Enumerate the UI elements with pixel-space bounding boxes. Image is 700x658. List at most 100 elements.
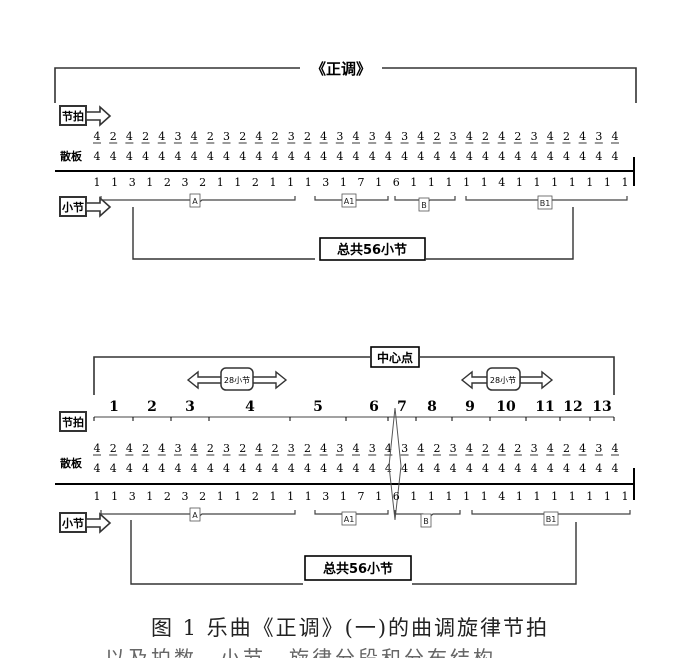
numerator: 2: [563, 442, 570, 455]
denominator: 4: [126, 462, 133, 475]
bar-count: 1: [410, 176, 417, 189]
denominator: 4: [272, 462, 279, 475]
denominator: 4: [369, 462, 376, 475]
arrow-right-icon: [85, 105, 112, 127]
denominator: 4: [239, 462, 246, 475]
numerator: 2: [239, 442, 246, 455]
numerator: 4: [94, 442, 101, 455]
denominator: 4: [320, 462, 327, 475]
denominator: 4: [304, 462, 311, 475]
numerator: 3: [595, 442, 602, 455]
numerator: 4: [385, 442, 392, 455]
numerator: 2: [514, 130, 521, 143]
section-label: A1: [341, 511, 357, 526]
denominator: 4: [126, 150, 133, 163]
bar-count: 1: [375, 176, 382, 189]
numerator: 2: [482, 442, 489, 455]
time-signature-row: 4424442444344424342444243424443444344434…: [93, 442, 619, 475]
denominator: 4: [223, 150, 230, 163]
numerator: 2: [304, 130, 311, 143]
denominator: 4: [595, 150, 602, 163]
bar-count: 2: [252, 490, 259, 503]
segment-number: 10: [496, 399, 516, 415]
bar-count: 1: [234, 176, 241, 189]
bar-count: 1: [270, 490, 277, 503]
segment-number: 4: [245, 399, 255, 415]
numerator: 2: [142, 442, 149, 455]
bar-count: 1: [481, 176, 488, 189]
bar-count: 3: [182, 490, 189, 503]
bar-count: 1: [94, 176, 101, 189]
numerator: 2: [142, 130, 149, 143]
bar-count: 3: [322, 490, 329, 503]
numerator: 2: [304, 442, 311, 455]
denominator: 4: [385, 462, 392, 475]
bar-count: 1: [287, 490, 294, 503]
bar-count: 2: [252, 176, 259, 189]
denominator: 4: [353, 150, 360, 163]
numerator: 2: [207, 442, 214, 455]
denominator: 4: [255, 150, 262, 163]
numerator: 4: [385, 130, 392, 143]
bar-count: 1: [604, 490, 611, 503]
segment-number: 8: [427, 399, 437, 415]
bar-count: 1: [111, 176, 118, 189]
bar-count: 1: [516, 490, 523, 503]
denominator: 4: [482, 462, 489, 475]
denominator: 4: [207, 462, 214, 475]
numerator: 3: [531, 130, 538, 143]
segment-number: 1: [109, 399, 119, 415]
center-label: 中心点: [370, 346, 420, 368]
numerator: 3: [336, 442, 343, 455]
svg-text:总共56小节: 总共56小节: [323, 561, 393, 577]
bar-count: 6: [393, 176, 400, 189]
svg-text:节拍: 节拍: [62, 109, 84, 123]
denominator: 4: [191, 462, 198, 475]
bar-count: 6: [393, 490, 400, 503]
figure-caption: 图 1 乐曲《正调》(一)的曲调旋律节拍: [150, 616, 550, 640]
numerator: 2: [514, 442, 521, 455]
bar-count: 7: [358, 490, 365, 503]
numerator: 4: [466, 442, 473, 455]
xiaojie-label: 小节: [59, 512, 87, 533]
svg-text:B: B: [421, 201, 427, 210]
numerator: 3: [223, 442, 230, 455]
arrow-right-icon: [85, 512, 112, 534]
denominator: 4: [547, 462, 554, 475]
svg-text:B: B: [423, 517, 429, 526]
numerator: 3: [595, 130, 602, 143]
bar-count: 1: [446, 176, 453, 189]
svg-text:A: A: [192, 197, 198, 206]
bar-count: 7: [358, 176, 365, 189]
segment-number: 2: [147, 399, 157, 415]
segment-number: 9: [465, 399, 475, 415]
jiepai-label: 节拍: [59, 411, 87, 432]
segment-number: 7: [397, 399, 407, 415]
bar-count: 1: [446, 490, 453, 503]
time-signature-row: 4424442444344424342444243424443444344434…: [93, 130, 619, 163]
segment-ticks: [93, 417, 615, 421]
numerator: 2: [272, 442, 279, 455]
svg-text:B1: B1: [546, 515, 557, 524]
denominator: 4: [142, 150, 149, 163]
numerator: 4: [320, 442, 327, 455]
numerator: 4: [158, 130, 165, 143]
denominator: 4: [563, 150, 570, 163]
denominator: 4: [255, 462, 262, 475]
numerator: 4: [579, 130, 586, 143]
jiepai-label: 节拍: [59, 105, 87, 126]
svg-text:总共56小节: 总共56小节: [337, 242, 407, 258]
bar-count: 1: [551, 490, 558, 503]
total-label: 总共56小节: [304, 555, 412, 581]
numerator: 2: [482, 130, 489, 143]
segment-number: 5: [313, 399, 323, 415]
bar-count: 1: [410, 490, 417, 503]
denominator: 4: [142, 462, 149, 475]
denominator: 4: [369, 150, 376, 163]
section-label: A: [189, 193, 201, 208]
numerator: 3: [174, 130, 181, 143]
numerator: 4: [191, 130, 198, 143]
denominator: 4: [595, 462, 602, 475]
numerator: 3: [288, 442, 295, 455]
